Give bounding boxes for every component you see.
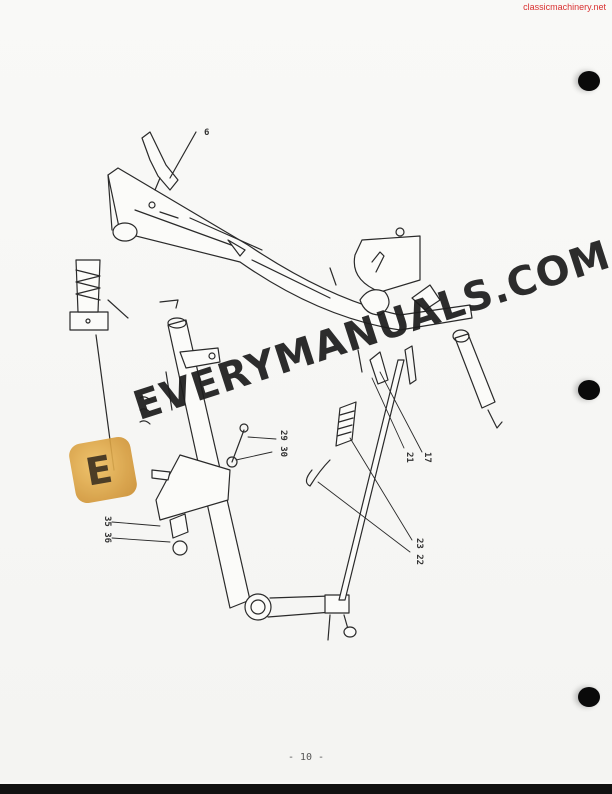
housing-assembly: [329, 227, 441, 316]
detail-inset-spring: [69, 259, 129, 471]
scan-edge: [0, 784, 612, 794]
tension-spring: [305, 401, 357, 487]
tie-rod: [338, 345, 417, 601]
main-frame: [107, 167, 473, 331]
callout-23-22: 23 22: [414, 538, 424, 566]
callout-6: 6: [204, 128, 210, 138]
callout-17: 17: [422, 452, 432, 463]
source-watermark: classicmachinery.net: [523, 2, 606, 12]
leader-lines: [111, 371, 423, 553]
binder-hole-middle: [578, 380, 600, 400]
binder-hole-top: [578, 71, 600, 91]
lever-part-6: [141, 131, 197, 219]
callout-21: 21: [404, 452, 414, 463]
binder-hole-bottom: [578, 687, 600, 707]
callout-29-30: 29 30: [278, 430, 288, 458]
watermark-logo: E: [67, 435, 139, 505]
vertical-shaft: [139, 299, 251, 609]
bottom-arm: [244, 593, 357, 641]
callout-35-36: 35 36: [102, 516, 112, 544]
page-number: - 10 -: [287, 752, 325, 763]
right-pin: [452, 329, 503, 429]
